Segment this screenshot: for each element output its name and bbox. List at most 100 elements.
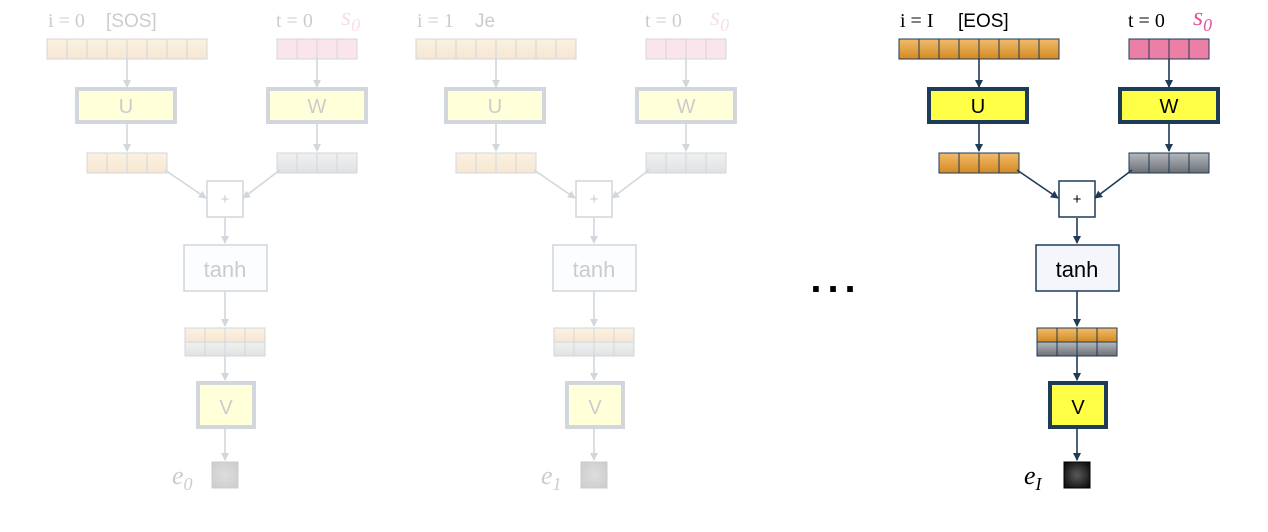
v-weight-box [565, 381, 625, 429]
u-weight-box [927, 87, 1029, 124]
projected-state-vector-cell [1168, 152, 1190, 174]
encoder-hidden-vector-cell [515, 38, 537, 60]
s0-subscript: 0 [351, 15, 360, 35]
energy-score-box [580, 461, 608, 489]
projected-state-vector [1128, 152, 1210, 174]
t-index-label: t = 0 [276, 10, 313, 32]
ellipsis: ... [810, 257, 861, 301]
projected-state-vector-cell [296, 152, 318, 174]
projected-state-vector [276, 152, 358, 174]
activation-vector-top-cell [593, 327, 615, 343]
projected-encoder-vector-cell [938, 152, 960, 174]
projected-encoder-vector-cell [998, 152, 1020, 174]
u-weight-label: U [971, 96, 985, 118]
energy-symbol: e [541, 461, 553, 490]
activation-vector-top [553, 327, 635, 343]
plus-box [206, 180, 244, 218]
encoder-hidden-vector [46, 38, 208, 60]
projected-state-vector-cell [705, 152, 727, 174]
encoder-hidden-vector-cell [46, 38, 68, 60]
activation-vector-bottom-cell [1076, 341, 1098, 357]
projected-encoder-vector-cell [475, 152, 497, 174]
activation-vector-top-cell [204, 327, 226, 343]
decoder-state-vector [645, 38, 727, 60]
arrow-uh-to-plus [164, 169, 207, 199]
w-weight-box [635, 87, 737, 124]
projected-state-vector-cell [1188, 152, 1210, 174]
encoder-hidden-vector-cell [495, 38, 517, 60]
decoder-state-vector-cell [705, 38, 727, 60]
t-index-label: t = 0 [645, 10, 682, 32]
decoder-state-vector-cell [316, 38, 338, 60]
s0-subscript: 0 [720, 15, 729, 35]
activation-vector-top-cell [1036, 327, 1058, 343]
s0-subscript: 0 [1203, 15, 1212, 35]
encoder-hidden-vector-cell [535, 38, 557, 60]
v-weight-label: V [1071, 397, 1085, 419]
decoder-state-vector [276, 38, 358, 60]
projected-state-vector-cell [665, 152, 687, 174]
v-weight-label: V [588, 397, 602, 419]
w-weight-label: W [308, 96, 327, 118]
activation-vector-top-cell [573, 327, 595, 343]
encoder-hidden-vector-cell [435, 38, 457, 60]
tanh-box [552, 244, 637, 292]
decoder-state-vector-cell [685, 38, 707, 60]
encoder-hidden-vector-cell [978, 38, 1000, 60]
energy-score-label: e0 [172, 461, 193, 494]
t-index-label: t = 0 [1128, 10, 1165, 32]
activation-vector-bottom-cell [204, 341, 226, 357]
encoder-hidden-vector-cell [1038, 38, 1060, 60]
activation-vector-top-cell [1056, 327, 1078, 343]
plus-label: + [1073, 191, 1082, 208]
activation-vector-bottom-cell [1056, 341, 1078, 357]
projected-encoder-vector-cell [455, 152, 477, 174]
w-weight-box [266, 87, 368, 124]
decoder-state-vector [1128, 38, 1210, 60]
projected-state-vector [645, 152, 727, 174]
projected-encoder-vector-cell [126, 152, 148, 174]
decoder-state-vector-cell [276, 38, 298, 60]
u-weight-box [75, 87, 177, 124]
projected-state-vector-cell [685, 152, 707, 174]
encoder-hidden-vector-cell [186, 38, 208, 60]
activation-vector-bottom-cell [224, 341, 246, 357]
decoder-state-vector-cell [645, 38, 667, 60]
projected-state-vector-cell [336, 152, 358, 174]
energy-score-box [211, 461, 239, 489]
decoder-state-vector-cell [665, 38, 687, 60]
activation-vector-bottom-cell [593, 341, 615, 357]
activation-vector-bottom [184, 341, 266, 357]
encoder-hidden-vector-cell [106, 38, 128, 60]
activation-vector-top-cell [244, 327, 266, 343]
tanh-box [183, 244, 268, 292]
activation-vector-top-cell [1096, 327, 1118, 343]
decoder-state-vector-cell [1188, 38, 1210, 60]
token-label: [SOS] [106, 11, 157, 32]
arrow-uh-to-plus [1016, 169, 1059, 199]
energy-score-label: e1 [541, 461, 562, 494]
u-weight-box [444, 87, 546, 124]
activation-vector-bottom [553, 341, 635, 357]
encoder-hidden-vector-cell [86, 38, 108, 60]
projected-encoder-vector [938, 152, 1020, 174]
encoder-hidden-vector-cell [475, 38, 497, 60]
projected-encoder-vector-cell [515, 152, 537, 174]
projected-encoder-vector-cell [978, 152, 1000, 174]
plus-label: + [590, 191, 599, 208]
w-weight-box [1118, 87, 1220, 124]
activation-vector-top-cell [1076, 327, 1098, 343]
encoder-hidden-vector-cell [1018, 38, 1040, 60]
encoder-hidden-vector-cell [898, 38, 920, 60]
energy-symbol: e [172, 461, 184, 490]
w-weight-label: W [677, 96, 696, 118]
encoder-hidden-vector-cell [126, 38, 148, 60]
v-weight-label: V [219, 397, 233, 419]
decoder-state-vector-cell [336, 38, 358, 60]
u-weight-label: U [119, 96, 133, 118]
plus-box [1058, 180, 1096, 218]
projected-encoder-vector-cell [495, 152, 517, 174]
